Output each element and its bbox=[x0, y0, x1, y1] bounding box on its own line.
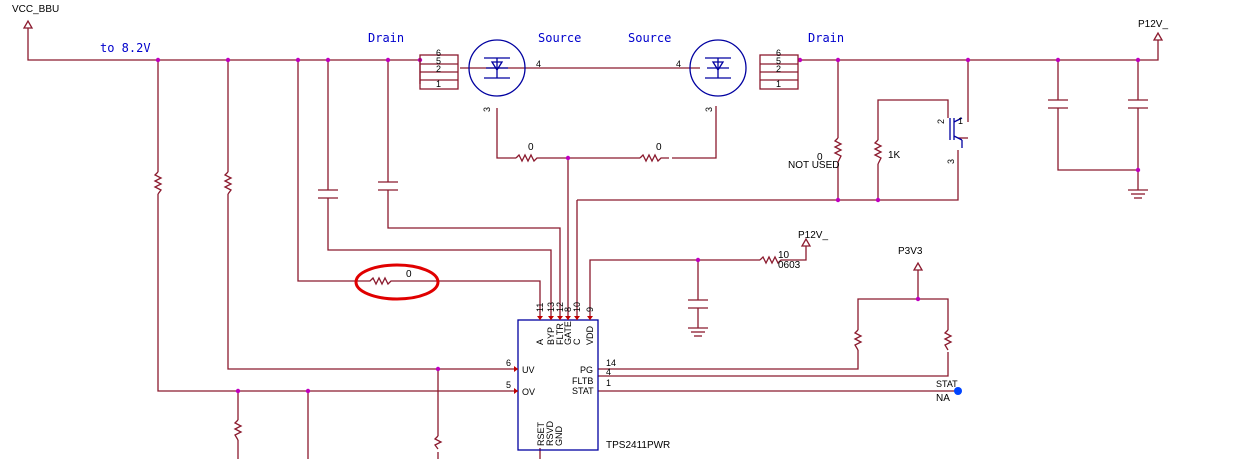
mosfet-right-pin6: 6 bbox=[776, 48, 781, 58]
na-terminal-icon bbox=[954, 387, 962, 395]
p3v3-symbol: P3V3 bbox=[898, 246, 924, 271]
mosfet-right-pin3: 3 bbox=[704, 107, 714, 112]
ic-pin-gnd: GND bbox=[554, 426, 564, 447]
wires bbox=[27, 28, 1159, 459]
r-10-package: 0603 bbox=[778, 260, 801, 271]
ic-top-pin-num: 9 bbox=[585, 307, 595, 312]
ic-top-pin-arrow bbox=[574, 316, 580, 320]
ic-top-pin-name: A bbox=[535, 339, 545, 345]
ic-top-pin-arrow bbox=[548, 316, 554, 320]
highlight-circle bbox=[354, 263, 440, 301]
ic-part-number: TPS2411PWR bbox=[606, 440, 670, 451]
mosfet-left-pin5: 5 bbox=[436, 56, 441, 66]
ic-top-pin-name: BYP bbox=[546, 327, 556, 345]
ic-top-pin-arrow bbox=[565, 316, 571, 320]
ic-pin-ov-num: 5 bbox=[506, 380, 511, 390]
p12v-top-symbol: P12V_ bbox=[1138, 19, 1168, 41]
ic-top-pin-num: 8 bbox=[563, 307, 573, 312]
drain-left-label: Drain bbox=[368, 31, 404, 45]
ic-top-pin-arrow bbox=[537, 316, 543, 320]
r-gate-right-value: 0 bbox=[656, 142, 662, 153]
capacitors bbox=[318, 99, 1148, 309]
mosfet-left: 6 5 2 1 4 3 bbox=[419, 39, 541, 112]
ic-pin-ov: OV bbox=[522, 387, 535, 397]
r-notused-value: 0 bbox=[817, 152, 823, 163]
mosfet-left-pin1: 1 bbox=[436, 79, 441, 89]
stat-out-pin: STAT bbox=[936, 379, 958, 389]
ic-pin-fltb: FLTB bbox=[572, 376, 593, 386]
mosfet-right-pin1: 1 bbox=[776, 79, 781, 89]
r-gate-left-value: 0 bbox=[528, 142, 534, 153]
ic-pin-uv-num: 6 bbox=[506, 358, 511, 368]
ic-pin-rsvd: RSVD bbox=[545, 420, 555, 446]
mosfet-left-pin2: 2 bbox=[436, 64, 441, 74]
ic-pin-rset: RSET bbox=[536, 421, 546, 446]
ic-pin-stat-num: 1 bbox=[606, 378, 611, 388]
net-label-p3v3: P3V3 bbox=[898, 246, 923, 257]
mosfet-right-pin4: 4 bbox=[676, 59, 681, 69]
ic-top-pin-num: 11 bbox=[535, 303, 545, 312]
ic-top-pin-arrow bbox=[587, 316, 593, 320]
vcc-bbu-symbol: VCC_BBU bbox=[12, 4, 59, 29]
ic-pin-fltb-num: 4 bbox=[606, 367, 611, 377]
ic-top-pin-name: GATE bbox=[563, 321, 573, 345]
mosfet-left-pin6: 6 bbox=[436, 48, 441, 58]
ground-right-icon bbox=[1128, 189, 1148, 199]
r-1k-value: 1K bbox=[888, 150, 901, 161]
junctions bbox=[155, 57, 1141, 394]
ic-pin-pg: PG bbox=[580, 365, 593, 375]
ic-top-pin-num: 10 bbox=[572, 302, 582, 312]
q-small-pin1: 1 bbox=[958, 116, 963, 126]
small-transistor: 2 1 3 bbox=[936, 116, 963, 164]
r-10-value: 10 bbox=[778, 250, 790, 261]
na-label: NA bbox=[936, 393, 950, 404]
mosfet-right-pin2: 2 bbox=[776, 64, 781, 74]
source-left-label: Source bbox=[538, 31, 581, 45]
ic-top-pin-num: 12 bbox=[555, 302, 565, 312]
ic-top-pin-name: VDD bbox=[585, 325, 595, 345]
drain-right-label: Drain bbox=[808, 31, 844, 45]
net-label-p12v-top: P12V_ bbox=[1138, 19, 1168, 30]
resistors bbox=[153, 137, 953, 450]
q-small-pin2: 2 bbox=[936, 119, 946, 124]
to-8v2-label: to 8.2V bbox=[100, 41, 151, 55]
ground-vdd-icon bbox=[688, 327, 708, 337]
ic-pin-uv: UV bbox=[522, 365, 535, 375]
mosfet-left-pin4: 4 bbox=[536, 59, 541, 69]
ic-top-pin-name: FLTR bbox=[555, 323, 565, 345]
ic-top-pin-num: 13 bbox=[546, 302, 556, 312]
p12v-mid-symbol: P12V_ bbox=[798, 230, 828, 247]
ic-pin-pg-num: 14 bbox=[606, 358, 616, 368]
ic-top-pin-name: C bbox=[572, 338, 582, 345]
mosfet-right: 4 3 6 5 2 1 bbox=[676, 39, 799, 112]
ic-top-pin-arrow bbox=[557, 316, 563, 320]
r-highlight-value: 0 bbox=[406, 269, 412, 280]
mosfet-right-pin5: 5 bbox=[776, 56, 781, 66]
net-label-p12v-mid: P12V_ bbox=[798, 230, 828, 241]
q-small-pin3: 3 bbox=[946, 159, 956, 164]
not-used-label: NOT USED bbox=[788, 160, 840, 171]
ic-pin-stat: STAT bbox=[572, 386, 594, 396]
mosfet-left-pin3: 3 bbox=[482, 107, 492, 112]
net-label-vcc-bbu: VCC_BBU bbox=[12, 4, 59, 15]
source-right-label: Source bbox=[628, 31, 671, 45]
